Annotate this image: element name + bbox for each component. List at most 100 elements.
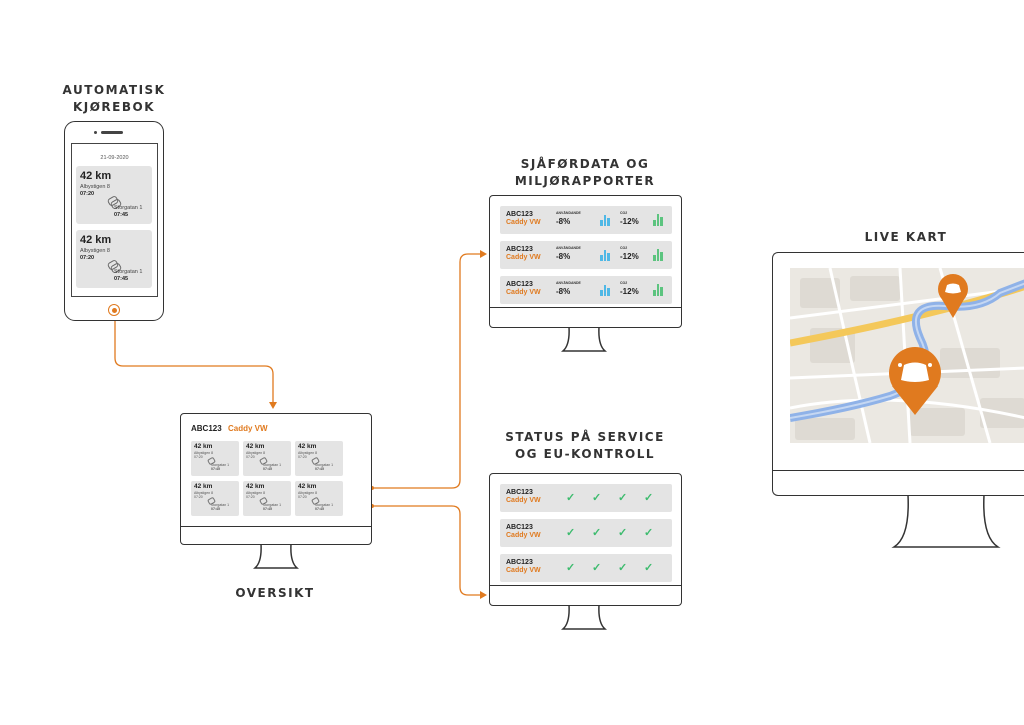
co2-label: CO2 <box>620 246 628 250</box>
monitor-chin <box>773 470 1024 471</box>
usage-bar-icon <box>600 284 612 296</box>
vehicle-model: Caddy VW <box>506 497 541 504</box>
usage-bar-icon <box>600 249 612 261</box>
monitor-chin <box>490 307 681 308</box>
live-map-monitor <box>772 252 1024 496</box>
check-icon: ✓ <box>592 562 602 574</box>
phone-date: 21-09-2020 <box>100 155 129 161</box>
connector-overview-to-driver <box>372 253 480 489</box>
check-icon: ✓ <box>618 492 628 504</box>
check-icon: ✓ <box>618 562 628 574</box>
arrowhead-service <box>480 591 487 599</box>
check-icon: ✓ <box>592 492 602 504</box>
vehicle-reg: ABC123 <box>506 281 533 288</box>
arrowhead-driver <box>480 250 487 258</box>
connector-overview-to-service <box>372 505 480 596</box>
usage-label: ANVÄNDANDE <box>556 281 581 285</box>
co2-bar-icon <box>653 249 665 261</box>
check-icon: ✓ <box>566 527 576 539</box>
check-icon: ✓ <box>566 492 576 504</box>
monitor-chin <box>181 526 371 527</box>
co2-value: -12% <box>620 287 639 296</box>
check-icon: ✓ <box>644 562 654 574</box>
check-icon: ✓ <box>644 527 654 539</box>
co2-bar-icon <box>653 214 665 226</box>
map-pin-icon-small[interactable] <box>938 274 968 318</box>
usage-value: -8% <box>556 217 571 226</box>
vehicle-reg: ABC123 <box>506 524 533 531</box>
vehicle-reg: ABC123 <box>506 246 533 253</box>
vehicle-model: Caddy VW <box>506 254 541 261</box>
trip-distance: 42 km <box>298 483 317 490</box>
check-icon: ✓ <box>566 562 576 574</box>
heading-automatisk-kjorebok: AUTOMATISK KJØREBOK <box>62 83 166 114</box>
trip-distance: 42 km <box>298 443 317 450</box>
trip-distance: 42 km <box>194 443 213 450</box>
vehicle-model: Caddy VW <box>506 289 541 296</box>
live-map[interactable] <box>790 268 1024 443</box>
heading-status-service: STATUS PÅ SERVICE OG EU-KONTROLL <box>505 430 665 461</box>
co2-label: CO2 <box>620 211 628 215</box>
overview-reg: ABC123 <box>191 424 222 433</box>
vehicle-model: Caddy VW <box>506 567 541 574</box>
co2-value: -12% <box>620 217 639 226</box>
co2-bar-icon <box>653 284 665 296</box>
heading-live-kart: LIVE KART <box>864 230 948 244</box>
trip-distance: 42 km <box>246 483 265 490</box>
driver-monitor-stand <box>561 327 607 352</box>
trip-distance: 42 km <box>194 483 213 490</box>
phone-speaker <box>101 131 123 134</box>
co2-value: -12% <box>620 252 639 261</box>
co2-label: CO2 <box>620 281 628 285</box>
trip-distance: 42 km <box>80 170 112 182</box>
check-icon: ✓ <box>618 527 628 539</box>
usage-label: ANVÄNDANDE <box>556 211 581 215</box>
live-map-monitor-stand <box>891 495 1001 548</box>
check-icon: ✓ <box>644 492 654 504</box>
overview-model: Caddy VW <box>228 424 268 433</box>
usage-value: -8% <box>556 287 571 296</box>
trip-distance: 42 km <box>246 443 265 450</box>
connector-phone-to-overview <box>114 314 274 402</box>
vehicle-reg: ABC123 <box>506 489 533 496</box>
vehicle-reg: ABC123 <box>506 211 533 218</box>
usage-bar-icon <box>600 214 612 226</box>
vehicle-model: Caddy VW <box>506 219 541 226</box>
map-pin-icon-large[interactable] <box>889 347 941 415</box>
vehicle-model: Caddy VW <box>506 532 541 539</box>
phone-home-button[interactable] <box>108 304 120 316</box>
heading-oversikt: OVERSIKT <box>235 586 315 600</box>
heading-sjafordata: SJÅFØRDATA OG MILJØRAPPORTER <box>514 157 656 188</box>
monitor-chin <box>490 585 681 586</box>
service-monitor-stand <box>561 605 607 630</box>
